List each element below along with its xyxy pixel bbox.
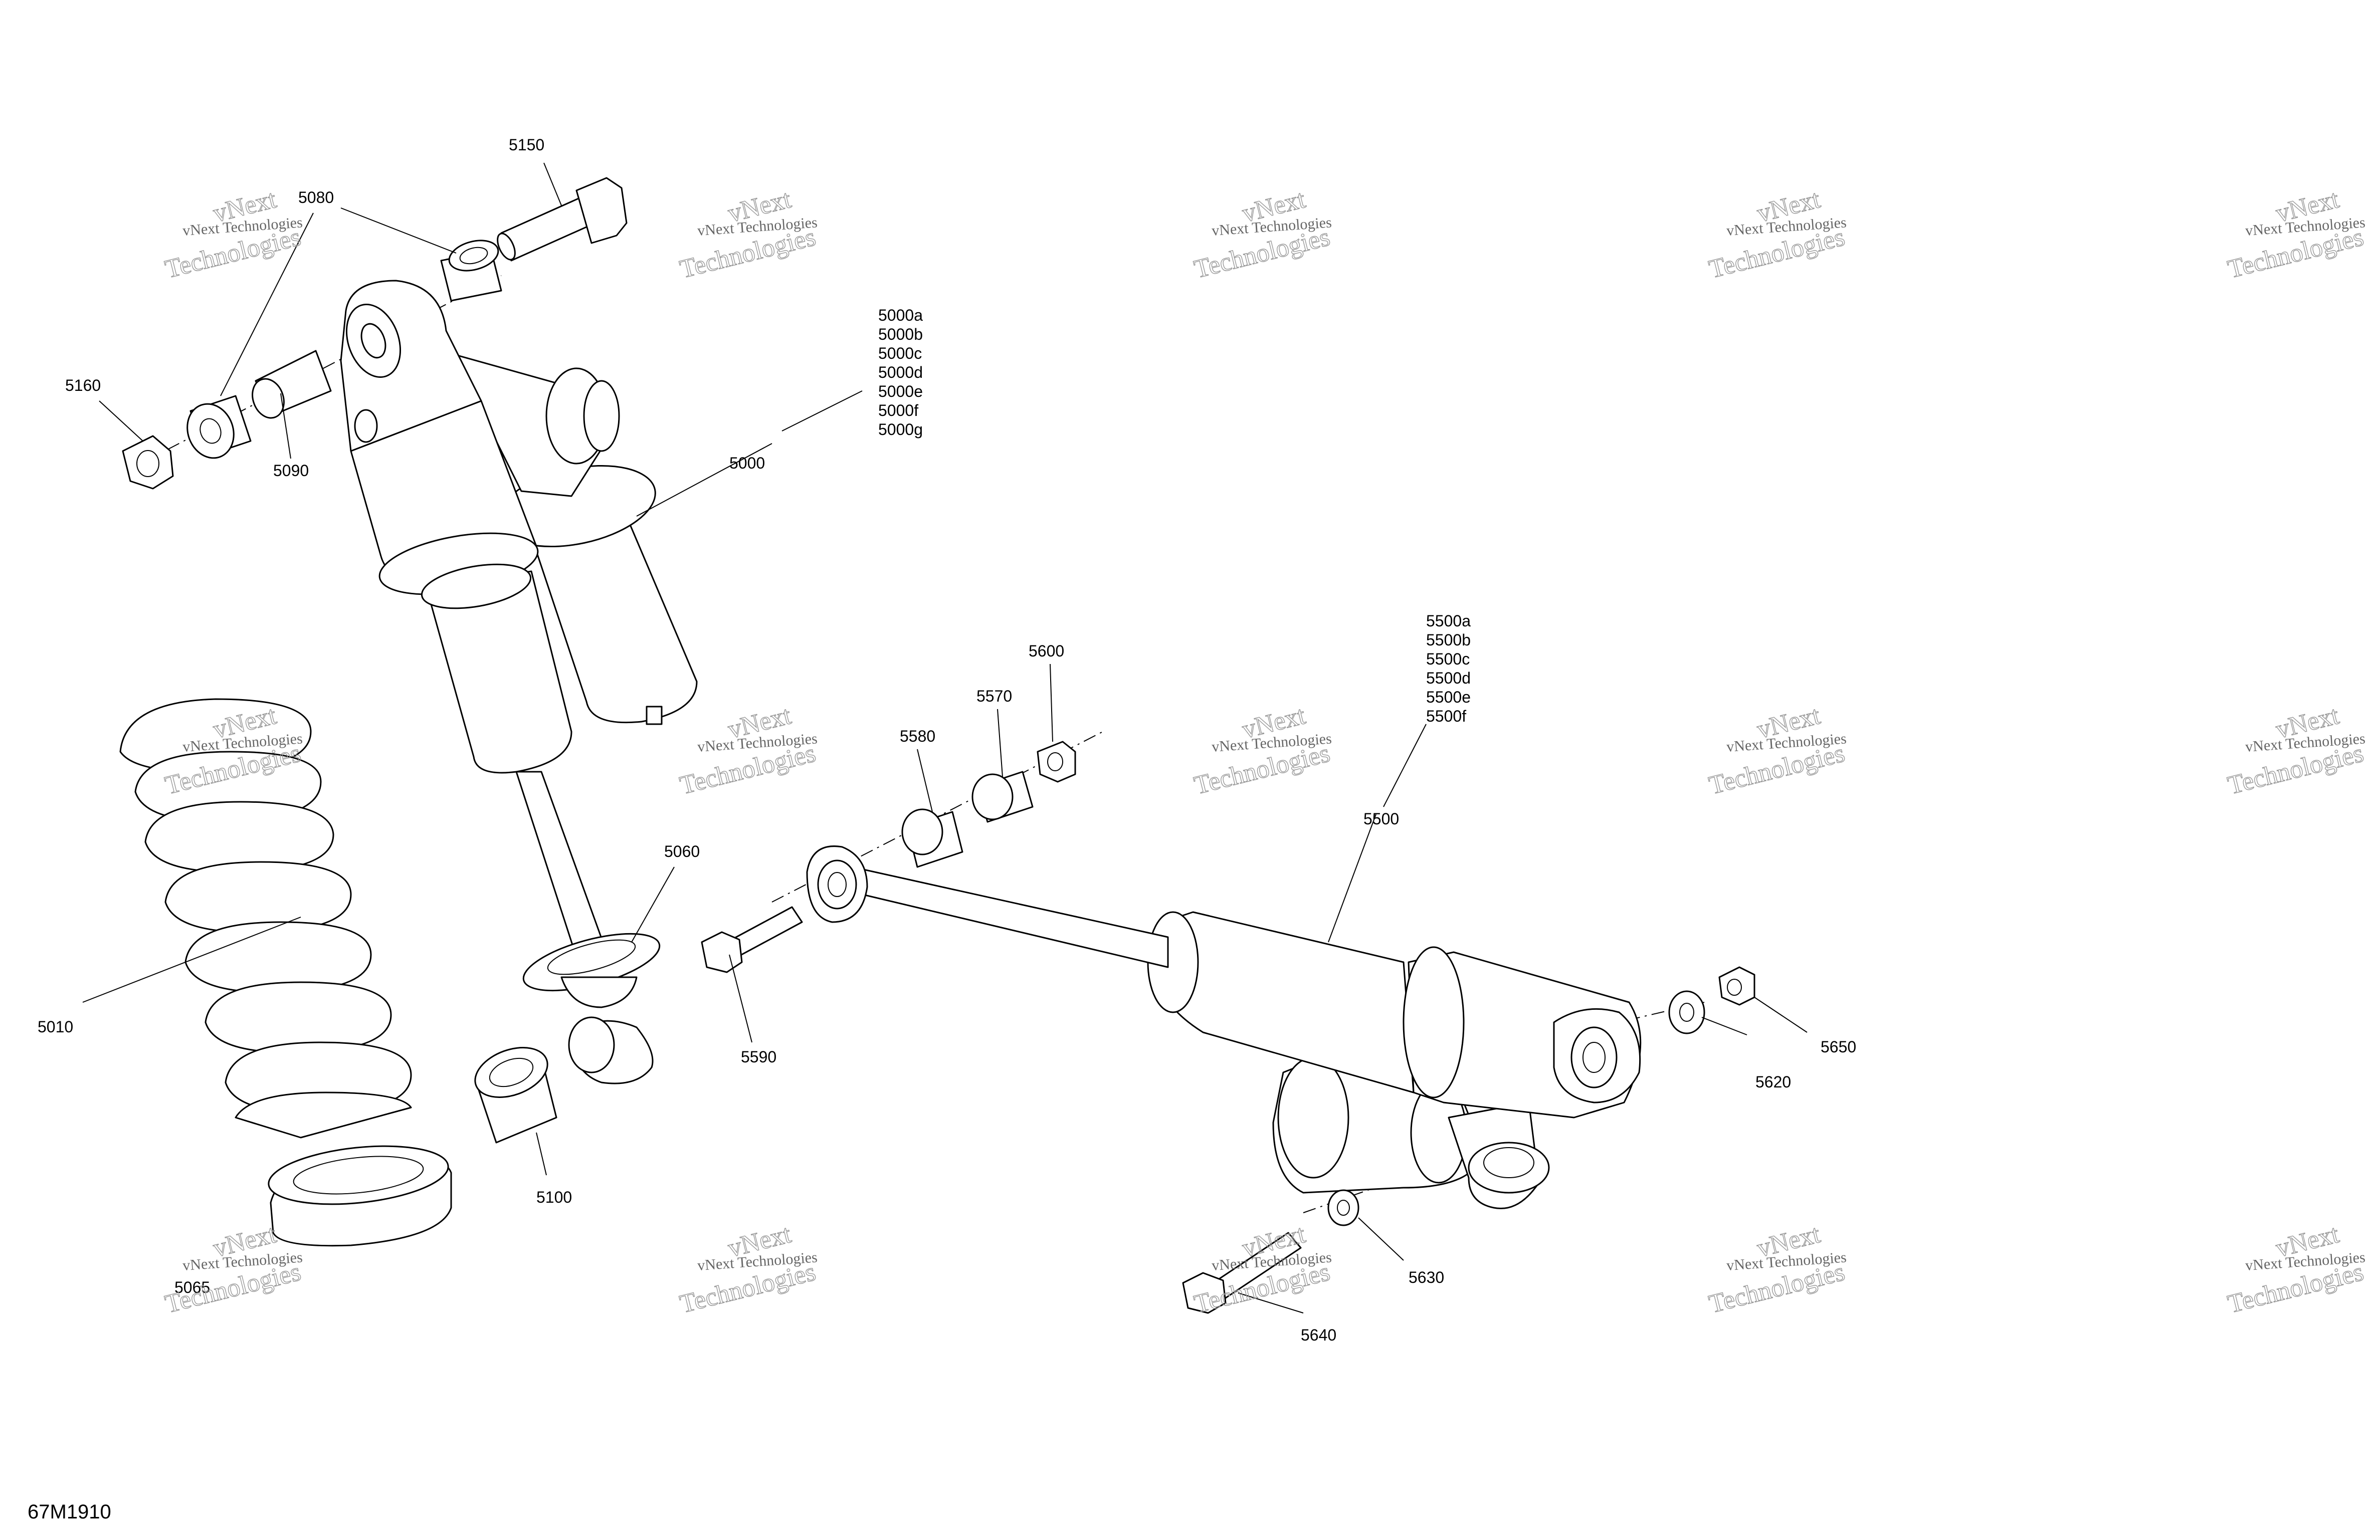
spring-5010 bbox=[119, 698, 412, 1139]
rear-shock-assembly bbox=[771, 731, 1705, 1213]
label-5000c: 5000c bbox=[878, 344, 922, 362]
label-5500: 5500 bbox=[1363, 810, 1399, 828]
label-5640: 5640 bbox=[1301, 1326, 1336, 1344]
watermark: vNext Technologies vNext Technologies bbox=[677, 701, 819, 800]
watermark: vNext Technologies vNext Technologies bbox=[162, 184, 304, 284]
label-5000e: 5000e bbox=[878, 382, 923, 400]
label-5600: 5600 bbox=[1029, 642, 1064, 660]
label-5000d: 5000d bbox=[878, 363, 923, 381]
bushing-5080-side bbox=[186, 395, 252, 459]
watermark: vNext Technologies vNext Technologies bbox=[1191, 701, 1333, 800]
label-5150: 5150 bbox=[509, 136, 544, 154]
label-5000g: 5000g bbox=[878, 420, 923, 438]
label-5500b: 5500b bbox=[1426, 631, 1471, 649]
watermark: vNext Technologies vNext Technologies bbox=[2225, 1219, 2366, 1319]
bushing-5570 bbox=[971, 771, 1034, 823]
label-5065: 5065 bbox=[174, 1278, 210, 1296]
watermark: vNext Technologies vNext Technologies bbox=[2225, 184, 2366, 284]
nut-5650 bbox=[1718, 966, 1755, 1006]
front-shock-assembly bbox=[145, 275, 698, 1008]
bushing-5080-top bbox=[440, 240, 502, 302]
washer-5620 bbox=[1668, 990, 1705, 1034]
nut-5160 bbox=[122, 435, 174, 490]
label-5000b: 5000b bbox=[878, 325, 923, 343]
bushing-5100 bbox=[474, 1047, 557, 1144]
label-5000a: 5000a bbox=[878, 306, 923, 324]
label-5090: 5090 bbox=[273, 462, 309, 480]
watermark: vNext Technologies vNext Technologies bbox=[1191, 184, 1333, 284]
rear-shaft-eye bbox=[806, 845, 868, 923]
reservoir-connector bbox=[440, 350, 620, 497]
watermark: vNext Technologies vNext Technologies bbox=[1706, 184, 1848, 284]
callout-labels: 5150 5080 5160 5090 5000 5000a 5000b 500… bbox=[28, 136, 1856, 1523]
label-5620: 5620 bbox=[1755, 1073, 1791, 1091]
watermark: vNext Technologies vNext Technologies bbox=[1706, 701, 1848, 800]
label-5010: 5010 bbox=[38, 1018, 73, 1036]
label-5500e: 5500e bbox=[1426, 688, 1471, 706]
spring-seat-5065 bbox=[268, 1145, 452, 1247]
label-5500f: 5500f bbox=[1426, 707, 1466, 725]
shock-body bbox=[340, 280, 661, 1008]
label-5590: 5590 bbox=[741, 1048, 776, 1066]
bushing-5580 bbox=[901, 808, 963, 868]
spacer-5090 bbox=[252, 350, 332, 419]
label-5160: 5160 bbox=[65, 376, 101, 394]
watermark: vNext Technologies vNext Technologies bbox=[1706, 1219, 1848, 1319]
bushing-5060 bbox=[568, 1016, 654, 1084]
label-5000f: 5000f bbox=[878, 401, 918, 419]
label-5580: 5580 bbox=[900, 727, 935, 745]
label-5080: 5080 bbox=[298, 188, 334, 206]
label-5570: 5570 bbox=[976, 687, 1012, 705]
leader-lines bbox=[82, 162, 1808, 1313]
figure-code: 67M1910 bbox=[28, 1501, 111, 1523]
watermark: vNext Technologies vNext Technologies bbox=[677, 184, 819, 284]
variants-5500: 5500a 5500b 5500c 5500d 5500e 5500f bbox=[1426, 612, 1471, 725]
bolt-5590 bbox=[701, 906, 803, 973]
label-5000: 5000 bbox=[729, 454, 765, 472]
washer-5630 bbox=[1327, 1189, 1359, 1226]
bolt-5150 bbox=[497, 177, 628, 262]
label-5630: 5630 bbox=[1409, 1268, 1444, 1286]
bolt-5640 bbox=[1182, 1232, 1302, 1314]
label-5650: 5650 bbox=[1821, 1038, 1856, 1056]
rear-clamp bbox=[1448, 1102, 1550, 1209]
variants-5000: 5000a 5000b 5000c 5000d 5000e 5000f 5000… bbox=[878, 306, 923, 438]
label-5060: 5060 bbox=[664, 842, 700, 860]
nut-5600 bbox=[1037, 741, 1076, 783]
watermark: vNext Technologies vNext Technologies bbox=[1191, 1219, 1333, 1319]
rear-shock-body bbox=[1147, 911, 1642, 1119]
label-5500a: 5500a bbox=[1426, 612, 1471, 630]
watermark: vNext Technologies vNext Technologies bbox=[677, 1219, 819, 1319]
label-5100: 5100 bbox=[536, 1188, 572, 1206]
label-5500c: 5500c bbox=[1426, 650, 1470, 668]
label-5500d: 5500d bbox=[1426, 669, 1471, 687]
watermark: vNext Technologies vNext Technologies bbox=[2225, 701, 2366, 800]
